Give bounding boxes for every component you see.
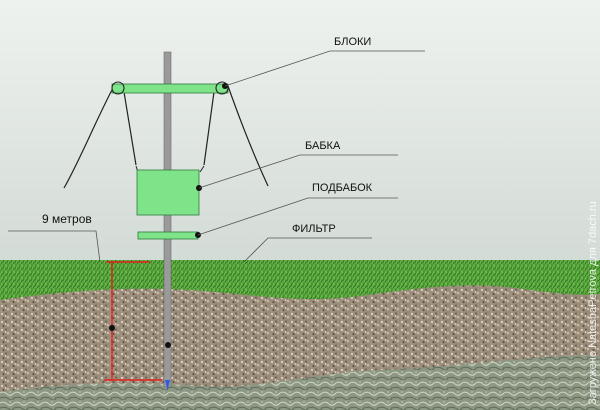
weight-block — [136, 169, 200, 216]
depth-measure — [104, 261, 162, 381]
label-sub-weight: ПОДБАБОК — [312, 182, 373, 194]
filter-pointer-dot — [165, 342, 171, 348]
left-pulley-icon — [111, 81, 125, 95]
sub-weight-block — [137, 231, 199, 240]
leader-lines — [8, 50, 425, 263]
pipe-tip — [165, 380, 170, 390]
label-weight: БАБКА — [305, 140, 341, 152]
right-pulley-icon — [215, 81, 229, 95]
tripod-legs — [63, 85, 269, 189]
watermark-text: Загружено NatashaPetrova для 7dach.ru — [587, 201, 599, 405]
ground-pointer-dot — [109, 325, 115, 331]
sky-background — [0, 0, 600, 262]
label-blocks: БЛОКИ — [334, 36, 371, 48]
casing-pipe — [163, 51, 172, 388]
label-depth: 9 метров — [42, 212, 92, 226]
pulley-crossbar — [111, 83, 229, 94]
label-filter: ФИЛЬТР — [292, 223, 336, 235]
rock-layer — [0, 355, 600, 410]
